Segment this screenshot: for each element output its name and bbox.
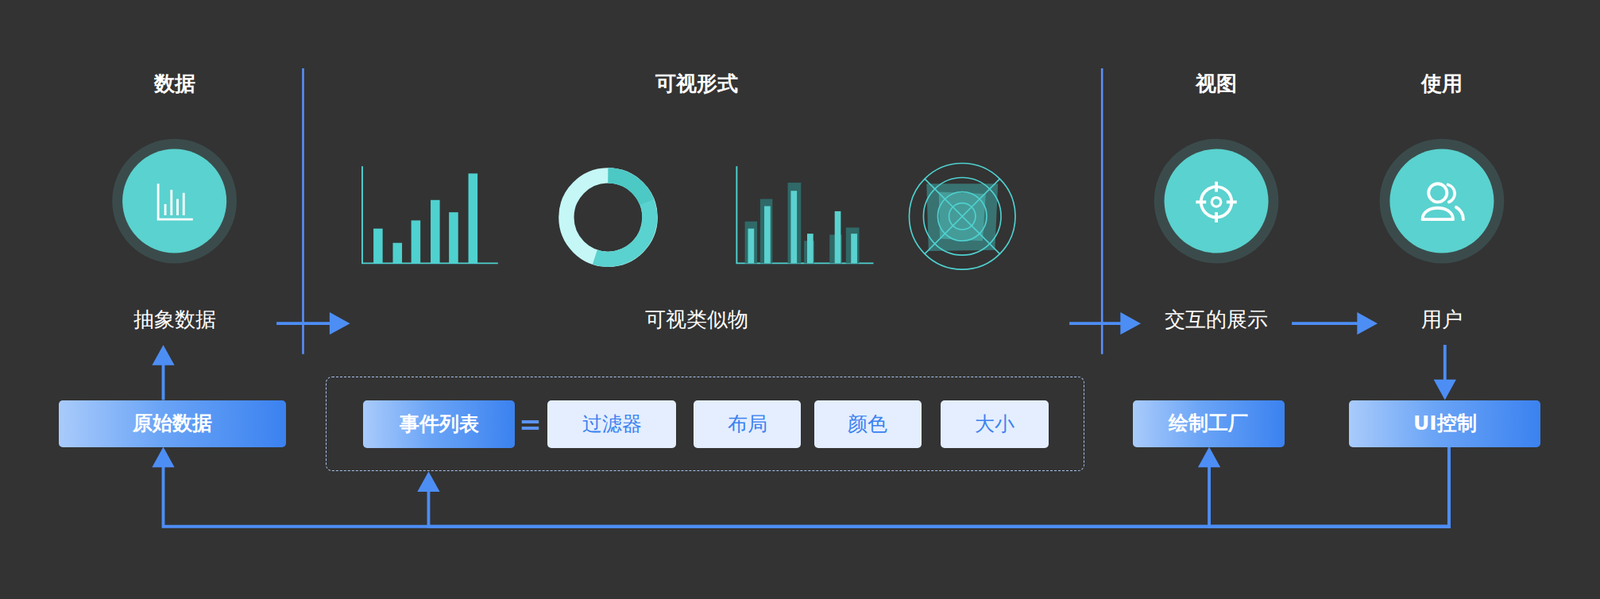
flow-arrow xyxy=(1433,344,1457,400)
process-box: UI控制 xyxy=(1348,400,1541,448)
group-box: = 事件列表 过滤器 布局 颜色 大小 xyxy=(325,376,1086,472)
stage-label: 抽象数据 xyxy=(72,301,277,345)
divider-line xyxy=(301,68,305,355)
node-text: 交互的展示 xyxy=(1164,308,1268,333)
donut-chart xyxy=(566,175,650,259)
column-heading: 视图 xyxy=(1195,69,1237,98)
equals-sign: = xyxy=(518,408,542,441)
radar-chart xyxy=(908,163,1016,271)
data-icon xyxy=(112,139,237,264)
node-text: 过滤器 xyxy=(582,413,642,437)
item-box: 布局 xyxy=(693,400,801,448)
item-box: 颜色 xyxy=(814,400,922,448)
flow-arrow xyxy=(1069,312,1141,335)
item-box: 大小 xyxy=(940,400,1049,448)
column-heading: 数据 xyxy=(154,69,196,98)
node-text: 可视类似物 xyxy=(645,308,749,333)
node-text: 颜色 xyxy=(847,413,888,437)
flow-arrow xyxy=(276,312,351,335)
node-text: 布局 xyxy=(727,413,768,437)
node-text: 绘制工厂 xyxy=(1168,412,1249,436)
node-text: UI控制 xyxy=(1413,412,1477,436)
flow-arrow xyxy=(1198,447,1450,527)
flow-arrow xyxy=(151,344,174,400)
node-text: 事件列表 xyxy=(399,413,480,437)
stage-label: 用户 xyxy=(1377,301,1507,345)
column-heading: 使用 xyxy=(1421,69,1463,98)
item-box: 过滤器 xyxy=(547,400,677,448)
column-heading: 可视形式 xyxy=(655,69,739,98)
process-box: 绘制工厂 xyxy=(1132,400,1285,448)
stage-label: 可视类似物 xyxy=(350,301,1071,345)
user-icon xyxy=(1379,139,1505,264)
divider-line xyxy=(1101,68,1104,355)
process-box: 原始数据 xyxy=(58,400,286,448)
stage-label: 交互的展示 xyxy=(1140,301,1292,345)
flow-arrow xyxy=(417,447,1450,527)
flow-arrow xyxy=(1291,312,1378,335)
node-text: 原始数据 xyxy=(132,412,213,436)
target-icon xyxy=(1154,139,1280,264)
node-text: 用户 xyxy=(1421,308,1463,333)
grouped-bar-chart xyxy=(736,166,874,263)
process-box: 事件列表 xyxy=(363,400,515,448)
flow-arrow xyxy=(151,447,1450,527)
node-text: 抽象数据 xyxy=(133,308,217,333)
bar-chart xyxy=(362,166,499,263)
node-text: 大小 xyxy=(974,413,1015,437)
